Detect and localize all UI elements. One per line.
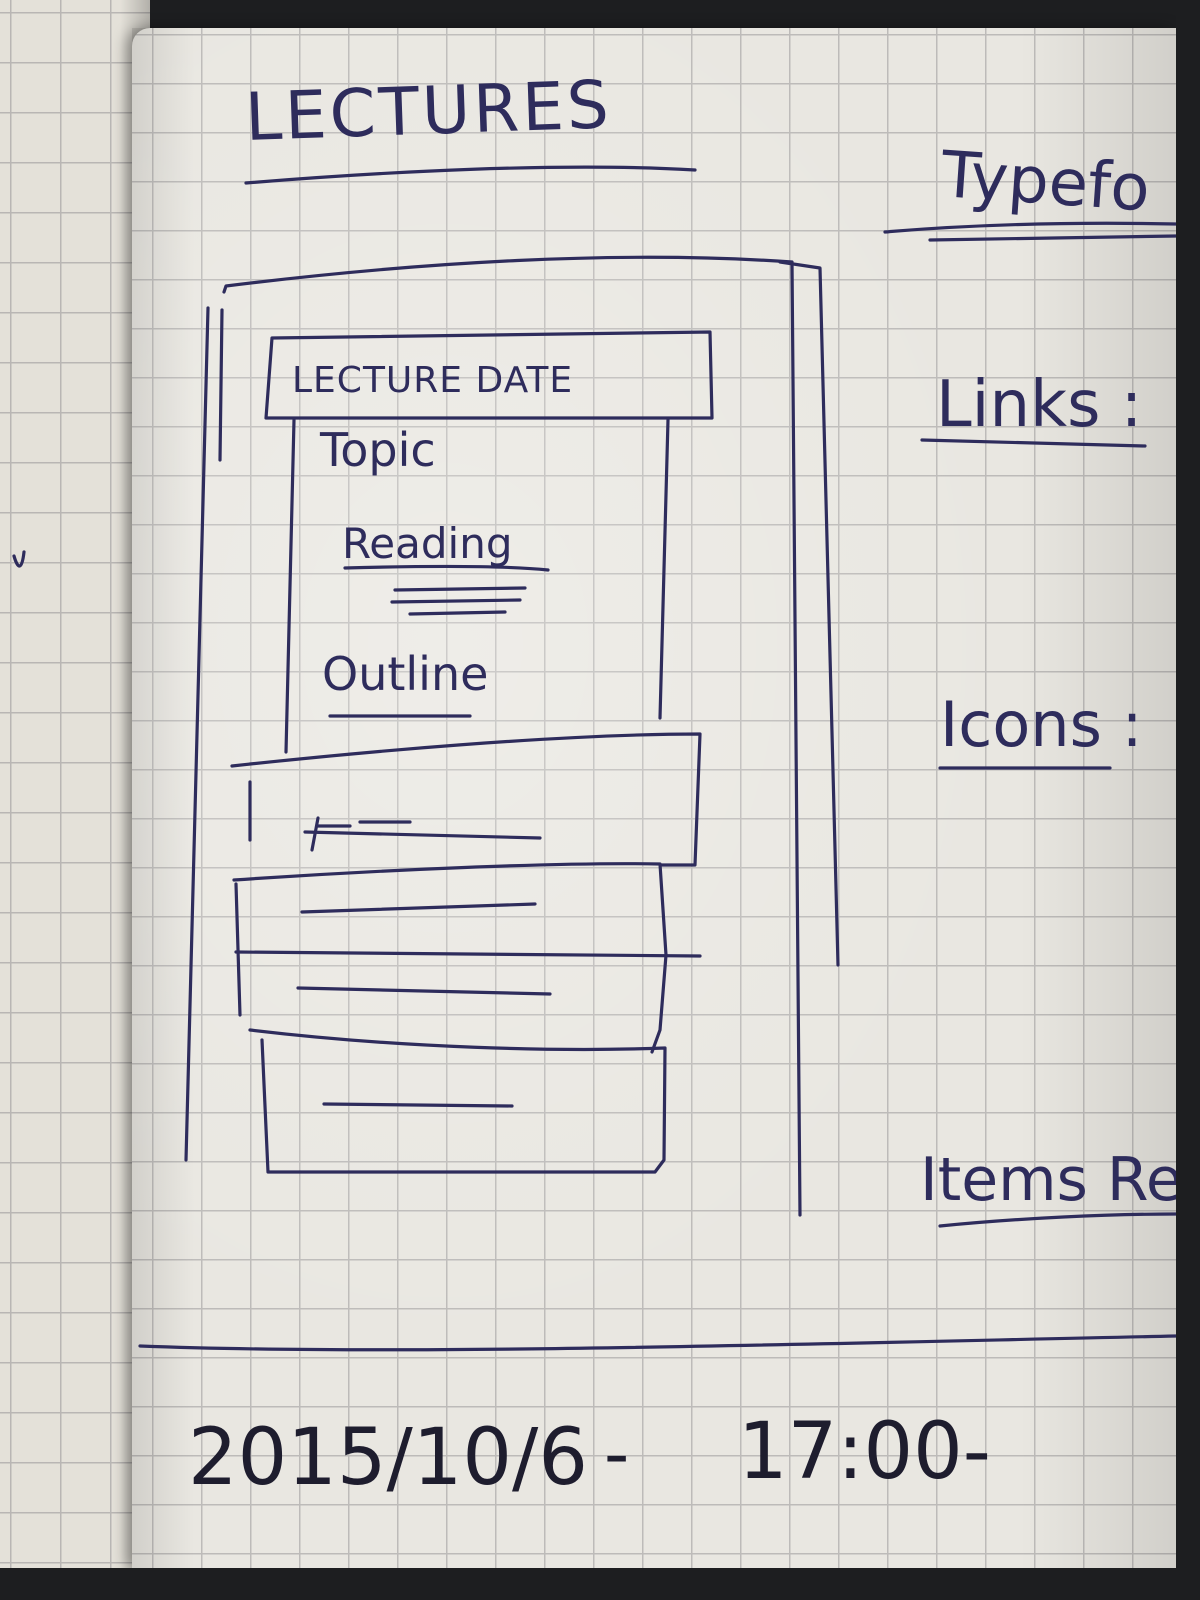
stack-card-3-right xyxy=(650,953,668,1054)
reading-underline-2 xyxy=(393,586,527,592)
items-underline xyxy=(938,1212,1176,1228)
notebook-photo: LECTURES LECTURE DATE Topic Reading Outl… xyxy=(0,0,1176,1568)
reading-underline-3 xyxy=(390,598,522,604)
inner-left-edge xyxy=(218,308,224,462)
stack-card-2-left xyxy=(234,882,242,1017)
links-note: Links : xyxy=(936,368,1142,442)
card-body xyxy=(284,418,670,754)
items-note: Items Re xyxy=(920,1145,1176,1215)
left-page-mark xyxy=(12,550,26,568)
card-outline: Outline xyxy=(322,647,488,701)
card-reading: Reading xyxy=(342,519,512,568)
stack-card-1 xyxy=(230,732,702,867)
right-notebook-page xyxy=(132,28,1176,1568)
typeface-underline-2 xyxy=(928,234,1176,242)
card-header-box xyxy=(264,330,714,420)
stack-card-1-mark xyxy=(310,816,412,852)
bottom-rule xyxy=(138,1334,1176,1352)
reading-underline-1 xyxy=(343,564,550,572)
stack-card-2-line xyxy=(300,902,537,914)
stack-card-3 xyxy=(234,950,702,958)
footer-separator: - xyxy=(604,1413,629,1495)
links-underline xyxy=(920,438,1147,448)
outer-frame-left-edge xyxy=(184,306,210,1162)
footer-time: 17:00- xyxy=(738,1407,991,1497)
reading-underline-4 xyxy=(408,610,507,616)
card-header-text: LECTURE DATE xyxy=(292,360,573,401)
footer-date: 2015/10/6 xyxy=(188,1413,588,1503)
left-notebook-page xyxy=(0,0,150,1568)
stack-card-4-line xyxy=(322,1102,514,1108)
card-topic: Topic xyxy=(319,423,436,477)
stack-card-3-line xyxy=(296,986,552,996)
icons-note: Icons : xyxy=(940,688,1143,761)
stack-card-2 xyxy=(232,862,668,957)
outer-frame-right-edge xyxy=(778,260,840,967)
ink-sketch: LECTURES LECTURE DATE Topic Reading Outl… xyxy=(12,66,1176,1503)
typeface-note: Typefo xyxy=(938,138,1152,226)
title-underline xyxy=(244,165,697,185)
typeface-underline xyxy=(883,221,1176,234)
page-title: LECTURES xyxy=(244,66,613,156)
stack-card-4 xyxy=(248,1028,667,1174)
outer-frame xyxy=(222,255,802,1217)
stack-card-1-line xyxy=(303,830,542,840)
